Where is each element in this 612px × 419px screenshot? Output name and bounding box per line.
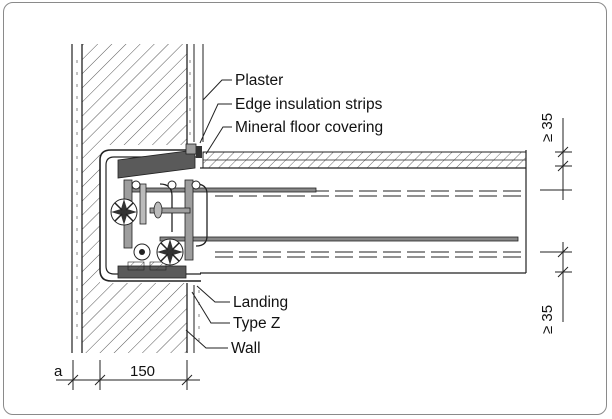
label-type-z: Type Z bbox=[233, 315, 280, 332]
label-edge-insulation: Edge insulation strips bbox=[235, 96, 383, 113]
right-dimension-lines bbox=[540, 118, 572, 322]
label-wall: Wall bbox=[231, 340, 261, 357]
dimension-bottom-min: ≥ 35 bbox=[539, 305, 556, 334]
dimension-top-min: ≥ 35 bbox=[539, 113, 556, 142]
leader-lines bbox=[185, 79, 232, 349]
wall-section bbox=[71, 44, 204, 353]
label-landing: Landing bbox=[233, 294, 288, 311]
bottom-dimension-lines bbox=[56, 360, 200, 390]
landing-slab bbox=[129, 150, 527, 274]
type-z-element bbox=[99, 143, 208, 282]
label-mineral-floor: Mineral floor covering bbox=[235, 119, 383, 136]
label-plaster: Plaster bbox=[235, 72, 283, 89]
dimension-a: a bbox=[54, 363, 63, 380]
dimension-wall-thickness: 150 bbox=[130, 363, 155, 380]
